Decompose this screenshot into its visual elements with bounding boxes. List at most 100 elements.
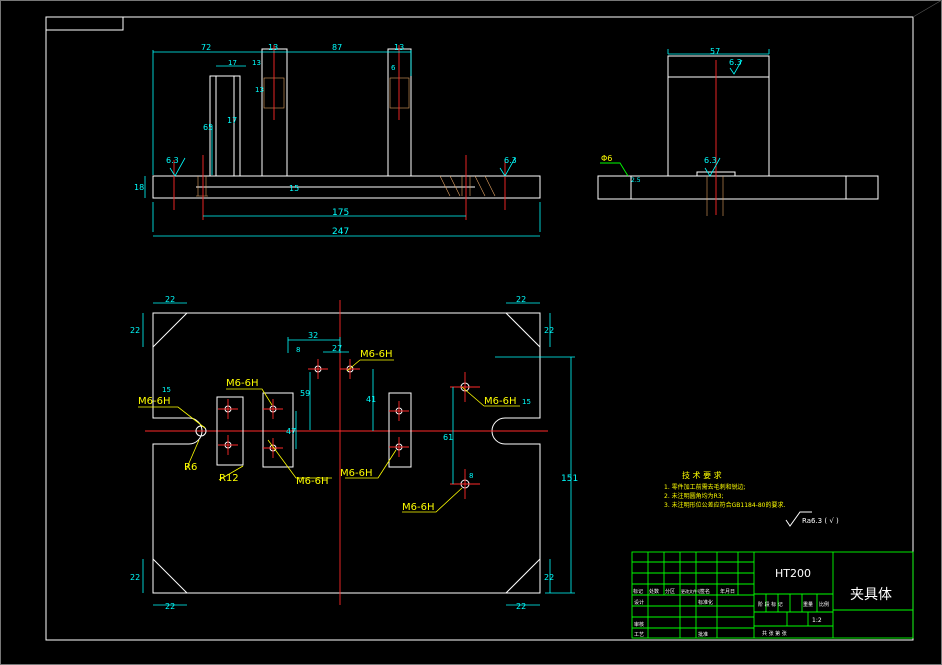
roughness-note: Ra6.3 ( √ ): [802, 517, 839, 525]
dim-8-far: 8: [469, 472, 473, 480]
side-roughness-base-value: 6.3: [704, 156, 717, 165]
dim-15-left: 15: [162, 386, 171, 394]
left-column: [261, 48, 288, 177]
plan-outline: [152, 312, 541, 594]
dim-151-line: [495, 356, 575, 594]
row-label-mark: 标记: [633, 588, 643, 595]
label-m6-right: M6-6H: [340, 468, 372, 479]
leader-r12: [218, 465, 244, 481]
corner-dim-bottom-right-v: 22: [544, 573, 554, 582]
left-slot-hatch: [196, 176, 208, 197]
dim-247: 247: [332, 227, 349, 237]
plan-view: [138, 300, 575, 606]
dim-18: 18: [134, 183, 144, 192]
dim-8: 8: [296, 346, 300, 354]
corner-dim-top-right-v: 22: [544, 326, 554, 335]
dim-57: 57: [710, 47, 720, 56]
corner-dims-horizontal: [153, 302, 540, 606]
front-elevation-view: [144, 45, 541, 237]
design-label: 设计: [634, 599, 644, 606]
part-name: 夹具体: [850, 587, 892, 603]
left-rail: [216, 396, 244, 466]
left-post-inner: [215, 75, 235, 177]
stage-grid: [765, 594, 818, 626]
material-label: HT200: [775, 567, 811, 580]
review-label: 审核: [634, 621, 644, 628]
leader-m6-bottom: [402, 487, 463, 513]
dim-32: 32: [308, 331, 318, 340]
right-slot: [461, 176, 471, 196]
dim-13-vert: 13: [255, 86, 264, 94]
dim-15: 15: [289, 184, 299, 193]
side-note-label: Φ6: [601, 154, 612, 163]
right-column-hatch: [389, 77, 410, 109]
mid-rail: [262, 392, 294, 468]
label-m6-mid-low: M6-6H: [296, 476, 328, 487]
corner-dim-bottom-right-h: 22: [516, 602, 526, 611]
chamfer-top-right: [505, 312, 541, 348]
side-elevation-view: [597, 49, 879, 216]
dim-57-line: [667, 49, 770, 55]
tech-requirement-2: 2. 未注明圆角均为R3;: [664, 492, 724, 500]
chamfer-bottom-left: [152, 558, 188, 594]
chamfer-top-left: [152, 312, 188, 348]
leader-m6-top: [346, 359, 394, 372]
approve-label: 批准: [698, 631, 708, 638]
row-label-zone: 分区: [665, 588, 675, 595]
tech-requirements-title: 技 术 要 求: [682, 470, 722, 480]
roughness-mark-left: [169, 157, 186, 177]
row-label-sign: 签名: [700, 588, 710, 595]
dim-13-small: 13: [252, 59, 261, 67]
left-post-outer: [209, 75, 241, 177]
dim-175: 175: [332, 208, 349, 218]
row-label-doc: 更改文件号: [681, 588, 701, 594]
label-m6-mid: M6-6H: [226, 378, 258, 389]
corner-label-box: [45, 16, 124, 31]
dim-17-mid: 17: [227, 116, 237, 125]
side-roughness-top: [729, 59, 743, 75]
left-grid-cols: [647, 552, 739, 638]
side-slot-hatch: [706, 176, 724, 216]
title-block: [631, 551, 914, 639]
tech-requirement-3: 3. 未注明形位公差应符合GB1184-80的要求.: [664, 501, 785, 509]
ratio-label: 比例: [819, 601, 829, 608]
dim-151: 151: [561, 474, 578, 484]
row-label-date: 年月日: [720, 588, 735, 595]
corner-dim-bottom-left-h: 22: [165, 602, 175, 611]
side-roughness-top-value: 6.3: [729, 58, 742, 67]
craft-label: 工艺: [634, 632, 644, 638]
label-r12: R12: [219, 473, 239, 484]
side-column: [667, 55, 770, 177]
roughness-value-left: 6.3: [166, 156, 179, 165]
drawing-frame: [45, 16, 914, 641]
hole-left-slot: [195, 425, 207, 437]
dim-87: 87: [332, 43, 342, 52]
label-r6: R6: [184, 462, 197, 473]
dim-72: 72: [201, 43, 211, 52]
dim-32-line: [287, 337, 341, 353]
hole-center-marks: [218, 359, 480, 499]
side-leader: [600, 162, 629, 177]
right-column: [387, 48, 412, 177]
roughness-mark-right: [499, 157, 516, 177]
dim-13-right: 13: [394, 43, 404, 52]
dim-13-left: 13: [268, 43, 278, 52]
overall-dim-line: [152, 202, 541, 237]
leader-m6-far: [461, 386, 520, 407]
corner-dim-bottom-left-v: 22: [130, 573, 140, 582]
dim-61: 61: [443, 433, 453, 442]
chamfer-bottom-right: [505, 558, 541, 594]
corner-dim-top-left-v: 22: [130, 326, 140, 335]
dim-17-small: 17: [228, 59, 237, 67]
dim-65: 65: [203, 123, 213, 132]
dim-47: 47: [286, 427, 296, 436]
right-slot-hatch: [439, 175, 496, 197]
scale-value: 1:2: [812, 617, 822, 624]
weight-label: 重量: [803, 601, 813, 608]
side-roughness-base: [704, 157, 721, 177]
label-m6-top: M6-6H: [360, 349, 392, 360]
roughness-value-right: 6.3: [504, 156, 517, 165]
dim-15-right: 15: [522, 398, 531, 406]
sheets-label: 共 张 第 张: [762, 630, 787, 637]
